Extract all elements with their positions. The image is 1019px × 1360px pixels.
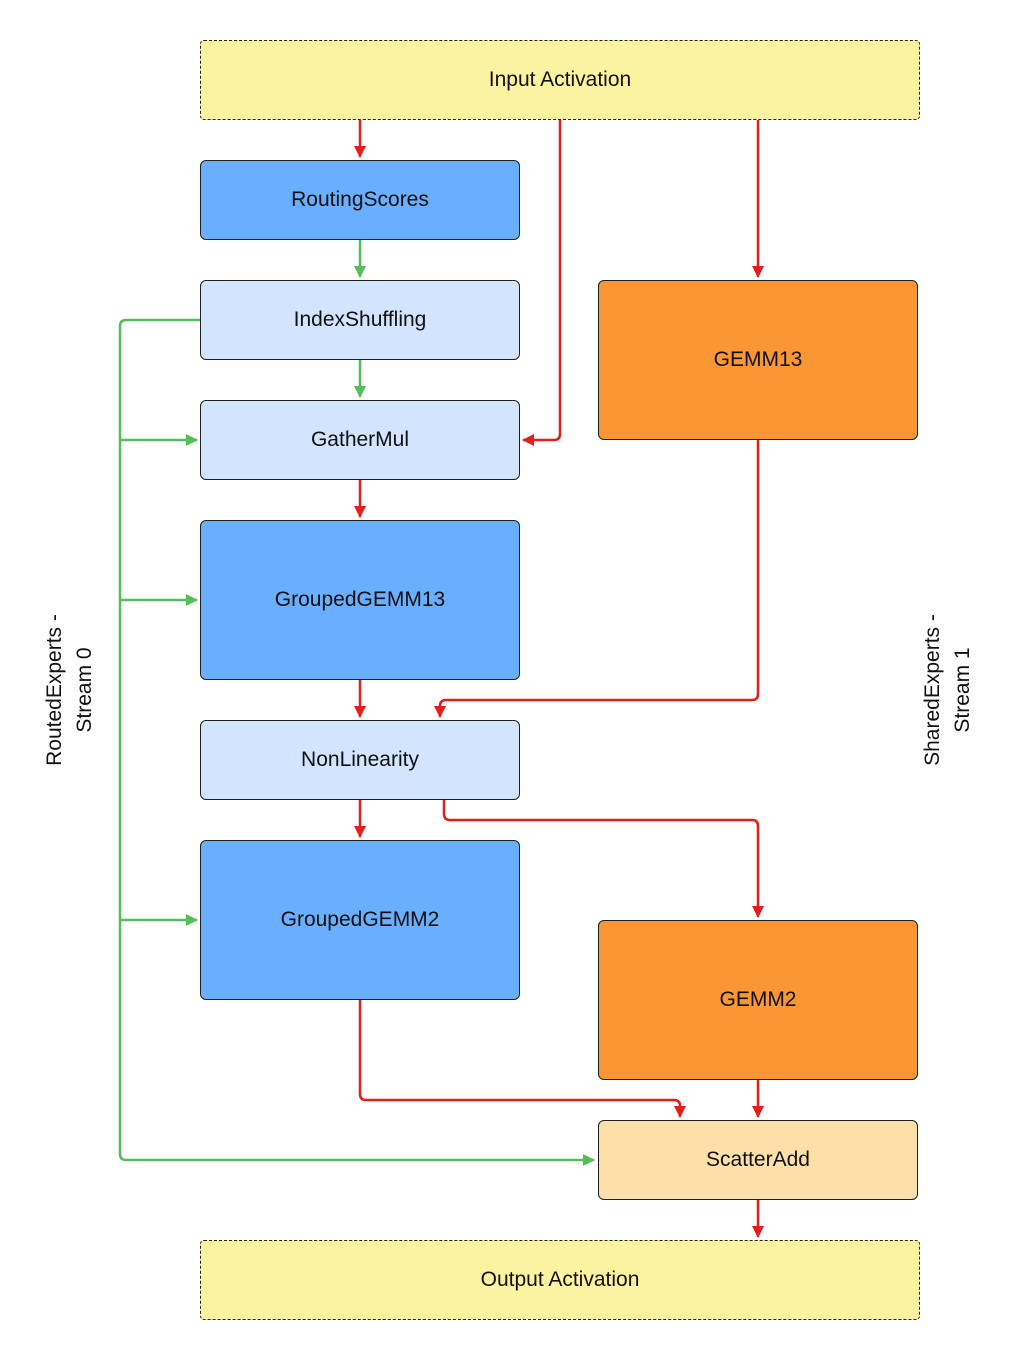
edge-grouped2-to-scatter [358, 1000, 686, 1118]
edge-nonlin-to-gemm2 [442, 800, 764, 918]
shared-experts-line2: Stream 1 [951, 647, 974, 733]
grouped-gemm2-node: GroupedGEMM2 [200, 840, 520, 1000]
routed-experts-stream-label: RoutedExperts - Stream 0 [40, 590, 100, 790]
gather-mul-label: GatherMul [310, 428, 410, 451]
input-activation-label: Input Activation [488, 68, 632, 91]
index-shuffling-node: IndexShuffling [200, 280, 520, 360]
grouped-gemm2-label: GroupedGEMM2 [280, 908, 440, 931]
scatter-add-label: ScatterAdd [706, 1148, 810, 1171]
grouped-gemm13-node: GroupedGEMM13 [200, 520, 520, 680]
nonlinearity-label: NonLinearity [301, 748, 419, 771]
edge-index-bus [118, 318, 595, 1166]
output-activation-node: Output Activation [200, 1240, 920, 1320]
routing-scores-node: RoutingScores [200, 160, 520, 240]
edge-gemm13-to-nonlin [434, 440, 760, 718]
grouped-gemm13-label: GroupedGEMM13 [274, 588, 446, 611]
routed-experts-line2: Stream 0 [73, 647, 96, 733]
routed-experts-line1: RoutedExperts - [43, 614, 66, 766]
shared-experts-line1: SharedExperts - [921, 614, 944, 766]
gemm13-label: GEMM13 [713, 348, 803, 371]
input-activation-node: Input Activation [200, 40, 920, 120]
shared-experts-stream-label: SharedExperts - Stream 1 [918, 590, 978, 790]
nonlinearity-node: NonLinearity [200, 720, 520, 800]
gemm2-label: GEMM2 [719, 988, 797, 1011]
routing-scores-label: RoutingScores [291, 188, 429, 211]
edge-input-to-gather [522, 120, 562, 446]
scatter-add-node: ScatterAdd [598, 1120, 918, 1200]
output-activation-label: Output Activation [480, 1268, 640, 1291]
index-shuffling-label: IndexShuffling [293, 308, 427, 331]
gemm13-node: GEMM13 [598, 280, 918, 440]
gemm2-node: GEMM2 [598, 920, 918, 1080]
gather-mul-node: GatherMul [200, 400, 520, 480]
